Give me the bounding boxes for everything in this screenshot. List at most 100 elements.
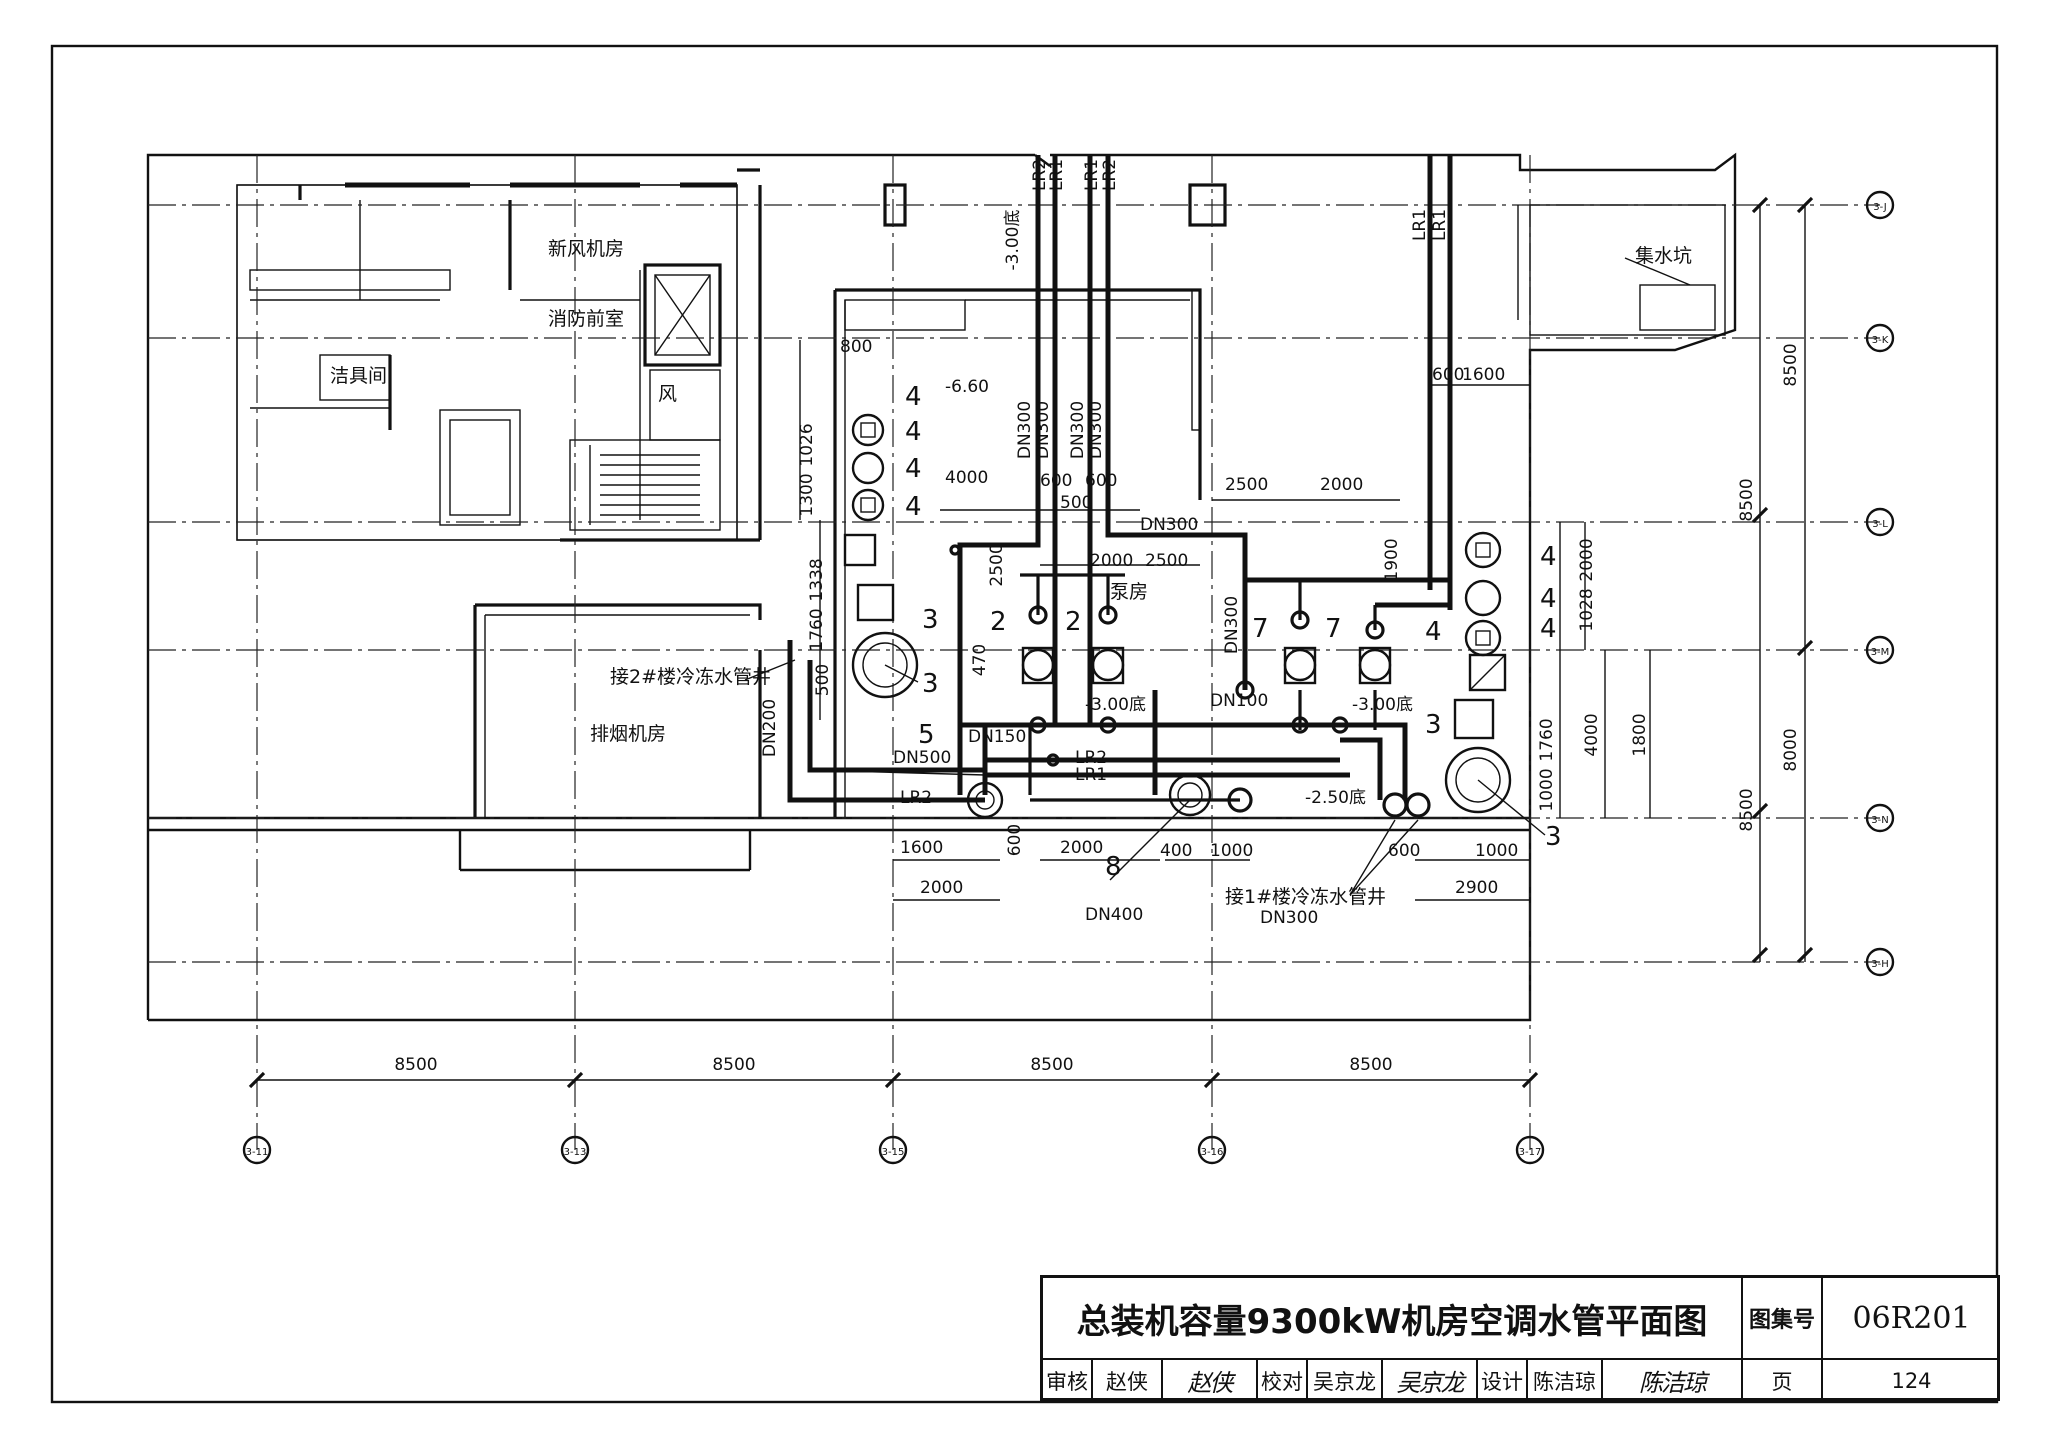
elevation-label: -3.00底 [1352,695,1413,715]
pipes [787,155,1453,803]
elevation-label: -3.00底 [1085,695,1146,715]
equipment-number: 4 [905,492,922,522]
dim-horizontal: 2000 [1320,475,1363,495]
equipment-number: 8 [1105,852,1122,882]
room-label-fresh-air: 新风机房 [548,238,624,260]
equipment-number: 4 [1540,542,1557,572]
axis-label: 3-13 [564,1147,587,1158]
axis-label: 3-11 [246,1147,269,1158]
equipment-number: 2 [990,607,1007,637]
dim-horizontal: 800 [840,337,872,357]
axis-label: 3-M [1871,647,1890,658]
equipment-number: 3 [922,605,939,635]
room-label-wind: 风 [658,383,677,405]
equipment-number: 5 [918,720,935,750]
dim-vertical: 600 [1005,824,1025,856]
equipment [843,413,1512,819]
atlas-label: 图集号 [1743,1278,1823,1360]
dim-horizontal: 2000 [1090,551,1133,571]
sump-room [1517,204,1726,336]
dim-horizontal: 1000 [1210,841,1253,861]
pipe-label: DN300 [1068,401,1088,459]
elevation-label: -6.60 [945,377,989,397]
dim-horizontal: 1600 [900,838,943,858]
equipment-number: 4 [1425,617,1442,647]
dim-vertical: 8500 [1737,788,1757,831]
pipe-label: LR2 [1030,159,1050,191]
equipment-number: 7 [1252,614,1269,644]
room-label-janitor: 洁具间 [330,365,387,387]
axis-bubbles [242,190,1895,1165]
axis-label: 3-K [1872,335,1889,346]
dim-vertical: 4000 [1582,713,1602,756]
axis-grid [148,155,1880,1150]
dim-horizontal: 600 [1085,471,1117,491]
designer-signature: 陈洁琼 [1603,1360,1743,1401]
core-rooms [236,168,762,542]
dim-vertical: 2500 [987,543,1007,586]
reviewer-name: 赵侠 [1093,1360,1163,1401]
axis-label: 3-H [1871,959,1889,970]
room-label-fire-front: 消防前室 [548,308,624,330]
atlas-number: 06R201 [1823,1278,2000,1360]
checker-name: 吴京龙 [1308,1360,1383,1401]
review-label: 审核 [1043,1360,1093,1401]
pipe-label: DN300 [1140,515,1198,535]
dim-vertical: 1028 [1577,588,1597,631]
dim-horizontal: 2500 [1225,475,1268,495]
checker-signature: 吴京龙 [1383,1360,1478,1401]
dim-horizontal: 4000 [945,468,988,488]
dim-horizontal: 600 [1432,365,1464,385]
dim-vertical: 1026 [797,423,817,466]
pipe-label: DN100 [1210,691,1268,711]
pipe-label: LR1 [1047,159,1067,191]
pipe-label: LR1 [1075,765,1107,785]
pipe-label: LR2 [1100,159,1120,191]
pipe-label: DN400 [1085,905,1143,925]
pump-2a [1021,646,1055,685]
equipment-number: 7 [1325,614,1342,644]
pipe-label: DN500 [893,748,951,768]
axis-label: 3-17 [1519,1147,1542,1158]
pipe-label: LR2 [1075,748,1107,768]
axis-label: 3-16 [1201,1147,1224,1158]
pipe-label: DN300 [1015,401,1035,459]
room-label-sump: 集水坑 [1635,245,1692,267]
room-label-smoke-exhaust: 排烟机房 [590,723,666,745]
pump-7b [1358,646,1392,685]
elevation-label: -3.00底 [1003,210,1023,271]
dim-horizontal: 2000 [1060,838,1103,858]
dim-vertical: 1338 [807,558,827,601]
pipe-label: DN300 [1086,401,1106,459]
pump-7a [1283,646,1317,685]
dim-span: 8500 [394,1055,437,1075]
dim-vertical: 8500 [1737,478,1757,521]
dim-vertical: 500 [813,664,833,696]
axis-label: 3-L [1872,519,1888,530]
pipe-label: DN300 [1033,401,1053,459]
pipe-label: DN200 [760,699,780,757]
equipment-number: 4 [1540,614,1557,644]
dim-horizontal: 2500 [1145,551,1188,571]
smoke-room-outline [473,603,762,818]
dim-horizontal: 600 [1040,471,1072,491]
pipe-label: LR1 [1082,159,1102,191]
dim-span: 8500 [1030,1055,1073,1075]
designer-name: 陈洁琼 [1528,1360,1603,1401]
axis-label: 3-J [1873,202,1886,213]
stair [589,445,700,525]
dim-vertical: 1000 [1537,768,1557,811]
drawing-title: 总装机容量9300kW机房空调水管平面图 [1043,1278,1743,1360]
design-label: 设计 [1478,1360,1528,1401]
reviewer-signature: 赵侠 [1163,1360,1258,1401]
dim-vertical: 1760 [807,608,827,651]
dim-horizontal: 2000 [920,878,963,898]
equipment-number: 3 [922,669,939,699]
dim-horizontal: 1600 [1462,365,1505,385]
pipe-label: DN300 [1222,596,1242,654]
pipe-label: LR1 [1410,209,1430,241]
pump-2b [1091,646,1125,685]
equipment-number: 4 [905,454,922,484]
